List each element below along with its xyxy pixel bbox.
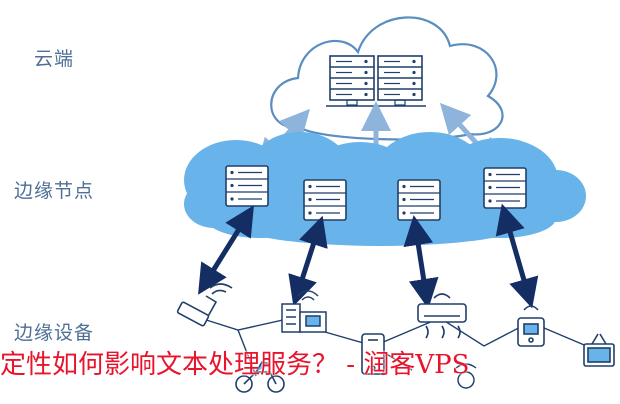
television-icon: [583, 333, 615, 367]
air-conditioner-icon: [417, 293, 467, 339]
motorcycle-icon: [235, 361, 285, 393]
security-camera-icon: [176, 283, 233, 327]
tier-label-edge-node: 边缘节点: [14, 180, 95, 202]
smart-lock-icon: [517, 305, 545, 347]
smartphone-icon: [361, 333, 385, 375]
tier-label-cloud: 云端: [34, 48, 75, 70]
factory-building-icon: [281, 290, 327, 333]
tier-label-edge-device: 边缘设备: [14, 322, 95, 344]
sensor-icon: [455, 363, 477, 389]
edge-server-leds: [230, 170, 492, 215]
edge-server-details: [226, 171, 526, 214]
cloud-server-rack-icon: [326, 55, 426, 107]
edge-device-arrows: [198, 203, 539, 309]
watermark-banner: 定性如何影响文本处理服务？ - 润客VPS: [0, 350, 470, 380]
